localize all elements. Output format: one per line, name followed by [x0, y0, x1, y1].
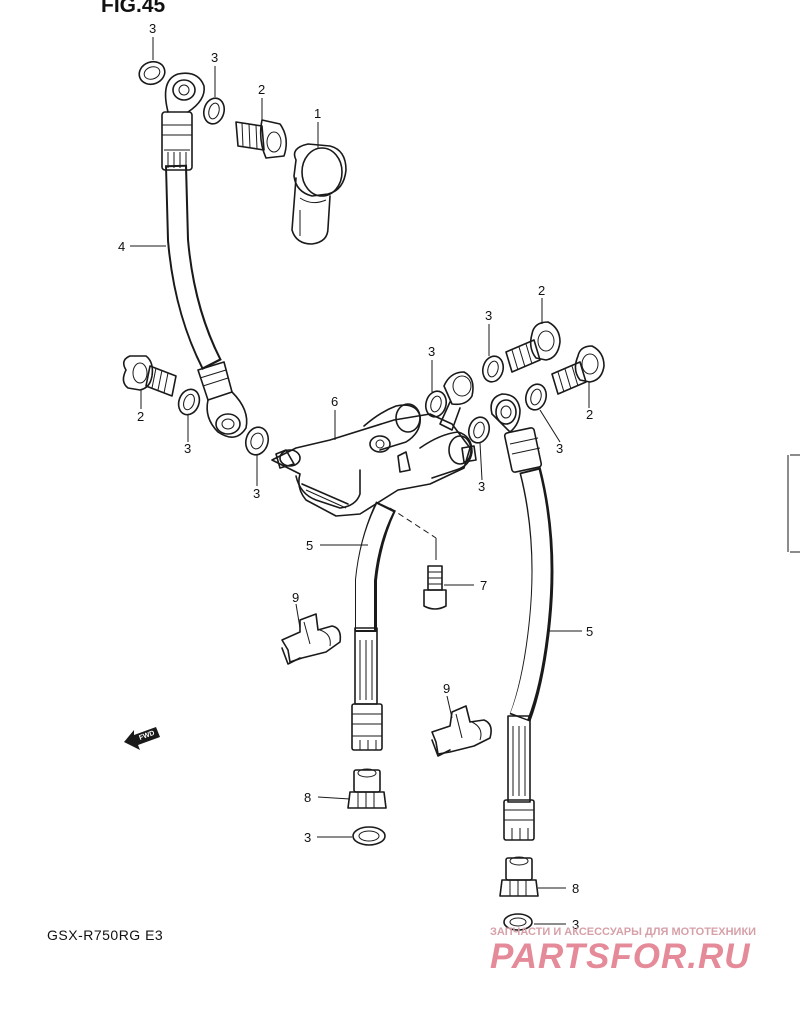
callout-1: 1: [314, 106, 321, 121]
callout-5b: 5: [586, 624, 593, 639]
bolt-part-7: [389, 507, 447, 610]
union-part-8-right: [499, 856, 539, 897]
junction-block-part-6: [271, 371, 477, 517]
banjo-bolt-part-2-lower-right: [551, 345, 605, 395]
callout-2b: 2: [137, 409, 144, 424]
callout-3e: 3: [253, 486, 260, 501]
callout-3g: 3: [478, 479, 485, 494]
callout-3c: 3: [184, 441, 191, 456]
washer-part-3-top-right: [202, 97, 226, 125]
callout-6: 6: [331, 394, 338, 409]
callout-3a: 3: [149, 21, 156, 36]
callout-3k: 3: [572, 917, 579, 932]
callout-3d: 3: [428, 344, 435, 359]
washer-part-3-left: [177, 388, 201, 416]
clip-part-9-right: [431, 705, 492, 757]
callout-9b: 9: [443, 681, 450, 696]
callout-2a: 2: [258, 82, 265, 97]
callout-8a: 8: [304, 790, 311, 805]
callout-3f: 3: [485, 308, 492, 323]
leader-lines: [130, 37, 590, 925]
union-part-8-left: [347, 768, 387, 809]
callout-2d: 2: [586, 407, 593, 422]
callout-2c: 2: [538, 283, 545, 298]
callout-3j: 3: [304, 830, 311, 845]
hose-part-5-left: [351, 501, 397, 751]
washer-part-3-mid-left: [244, 426, 270, 456]
washer-part-3-lower-right: [524, 383, 548, 411]
callout-3b: 3: [211, 50, 218, 65]
forward-arrow: FWD: [124, 727, 160, 750]
washer-part-3-bottom-left: [352, 826, 386, 846]
callout-5a: 5: [306, 538, 313, 553]
callout-9a: 9: [292, 590, 299, 605]
banjo-bolt-part-2-upper-right: [505, 321, 561, 373]
washer-part-3-block-upper: [424, 390, 448, 418]
clip-part-9-left: [281, 613, 342, 665]
model-label: GSX-R750RG E3: [47, 927, 163, 943]
hose-part-5-right: [490, 393, 554, 841]
callout-7: 7: [480, 578, 487, 593]
banjo-bolt-part-2-top: [235, 119, 288, 159]
boot-part-1: [291, 143, 347, 245]
callout-4: 4: [118, 239, 125, 254]
washer-part-3-block-lower: [467, 416, 491, 444]
hose-part-4: [161, 72, 248, 438]
watermark-brand: PARTSFOR.RU: [490, 937, 751, 976]
banjo-bolt-part-2-left: [122, 355, 177, 397]
callout-8b: 8: [572, 881, 579, 896]
watermark-tagline: ЗАПЧАСТИ И АКСЕССУАРЫ ДЛЯ МОТОТЕХНИКИ: [490, 926, 756, 938]
figure-title: FIG.45: [101, 0, 166, 17]
washer-part-3-bottom-right: [503, 913, 533, 931]
callout-3h: 3: [556, 441, 563, 456]
washer-part-3-top-left: [138, 60, 166, 86]
washer-part-3-upper-right: [481, 355, 505, 383]
